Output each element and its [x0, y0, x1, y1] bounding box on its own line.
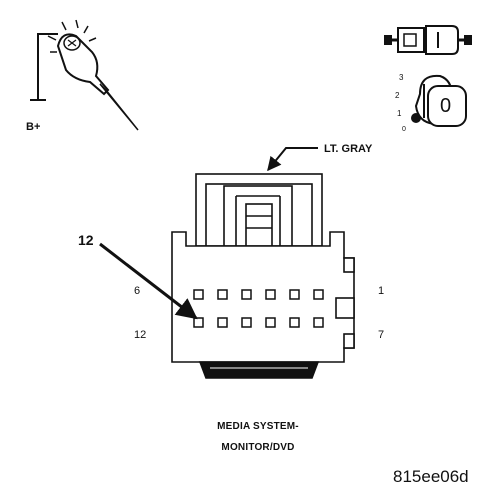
- pin-cavity-top: [289, 289, 300, 300]
- pin-cavity-top: [241, 289, 252, 300]
- pin-row-top: [193, 289, 324, 300]
- dial-position-1: 1: [397, 109, 402, 118]
- pin-cavity-bottom: [289, 317, 300, 328]
- pin-row-bottom: [193, 317, 324, 328]
- caption-line-1: MEDIA SYSTEM-: [217, 421, 299, 432]
- pin-cavity-top: [193, 289, 204, 300]
- pin-cavity-bottom: [193, 317, 204, 328]
- pin-cavity-top: [313, 289, 324, 300]
- color-leader-line: [267, 147, 318, 172]
- pin-label-bottom-left: 12: [134, 329, 146, 341]
- pin-label-top-left: 6: [134, 285, 140, 297]
- pin-cavity-top: [217, 289, 228, 300]
- pin-cavity-bottom: [217, 317, 228, 328]
- connector-body: [171, 173, 355, 379]
- pin-cavity-top: [265, 289, 276, 300]
- pin-cavity-bottom: [313, 317, 324, 328]
- callout-arrow: [99, 242, 198, 320]
- pin-cavity-bottom: [241, 317, 252, 328]
- dial-position-2: 2: [395, 91, 400, 100]
- dial-position-0: 0: [402, 126, 406, 133]
- test-light-probe-icon: [30, 19, 139, 131]
- caption-line-2: MONITOR/DVD: [221, 442, 294, 453]
- ignition-switch-icon: [411, 74, 467, 127]
- figure-code: 815ee06d: [393, 467, 469, 486]
- connector-color-label: LT. GRAY: [324, 143, 373, 155]
- pin-label-top-right: 1: [378, 285, 384, 297]
- connector-plug-icon: [384, 25, 472, 55]
- pin-label-bottom-right: 7: [378, 329, 384, 341]
- dial-key-label: 0: [440, 95, 451, 117]
- callout-number: 12: [78, 232, 94, 248]
- probe-label: B+: [26, 121, 40, 133]
- dial-position-3: 3: [399, 73, 404, 82]
- pin-cavity-bottom: [265, 317, 276, 328]
